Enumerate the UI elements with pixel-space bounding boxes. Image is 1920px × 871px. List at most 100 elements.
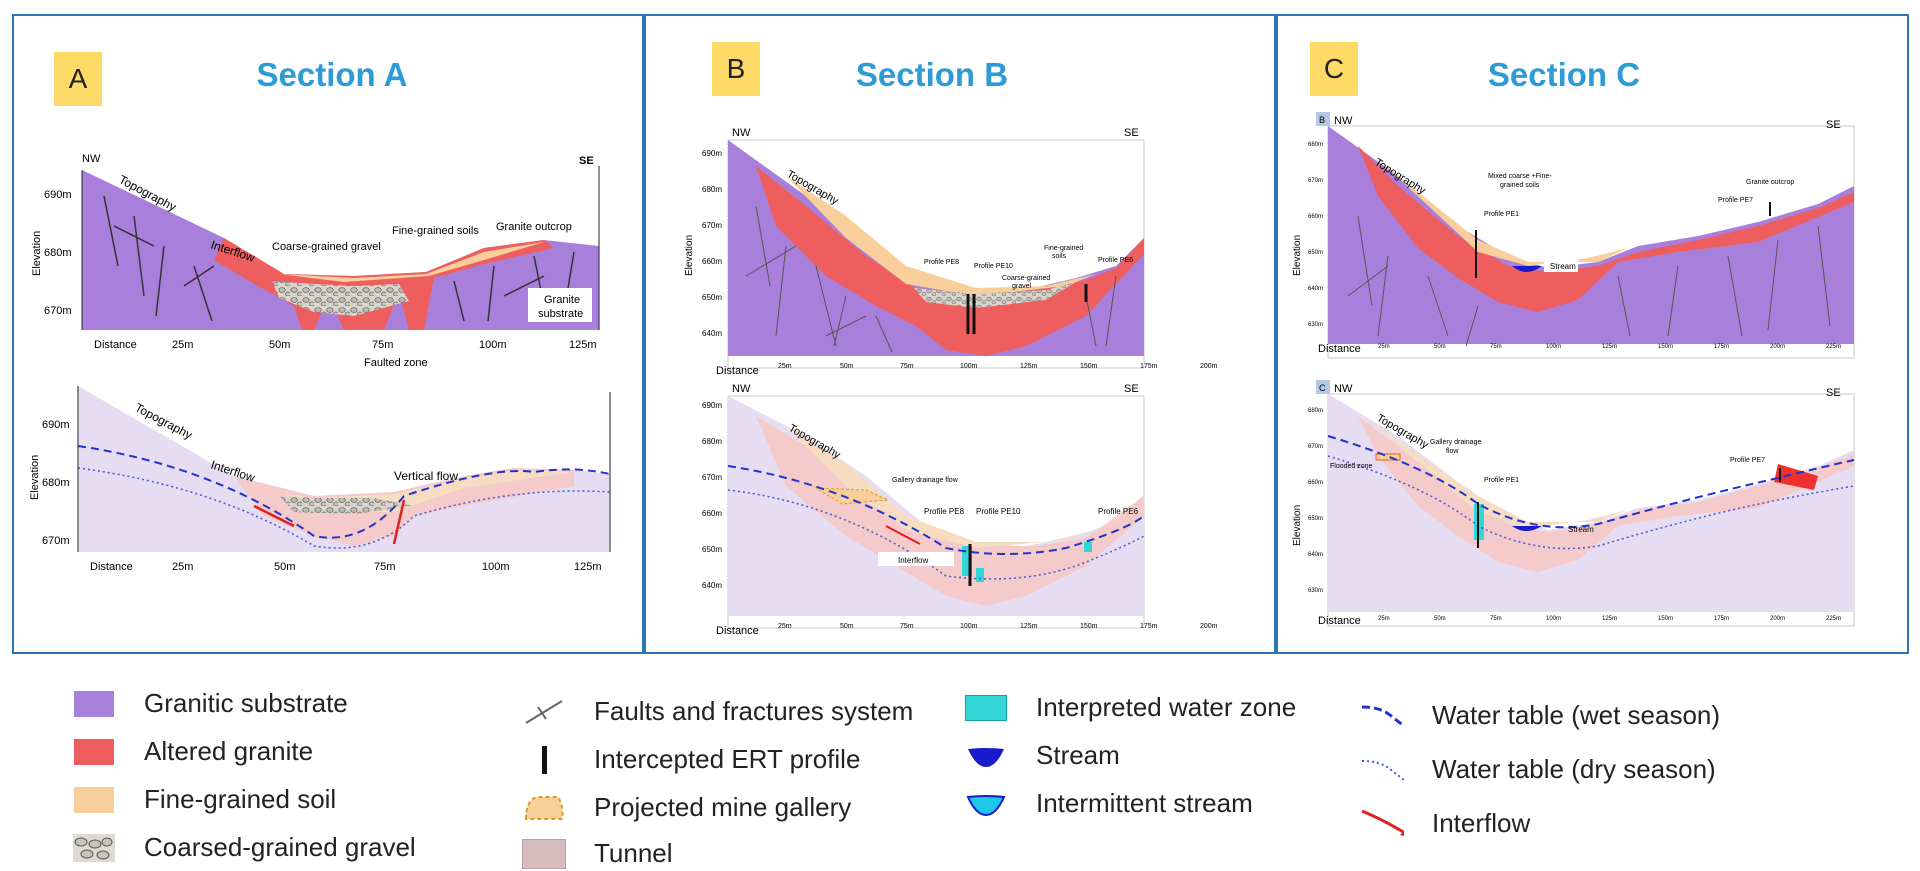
interpreted-water-zone bbox=[976, 568, 984, 582]
legend-item-tunnel: Tunnel bbox=[522, 838, 673, 869]
altered-granite-swatch bbox=[72, 737, 116, 767]
legend-item-ert-profile: Intercepted ERT profile bbox=[522, 744, 860, 775]
section-b-diagram: NW SE 690m 680m 670m 660m 650m 640m Elev… bbox=[684, 127, 1218, 637]
gallery-drainage-label: Gallery drainage flow bbox=[892, 477, 959, 484]
section-a-top-profile: NW SE 690m 680m 670m Elevation Distance … bbox=[31, 153, 600, 369]
gallery-drainage-label: Gallery drainage bbox=[1430, 439, 1481, 446]
elev-tick: 670m bbox=[42, 535, 70, 547]
sub-panel-tag: C bbox=[1319, 383, 1326, 393]
nw-label: NW bbox=[732, 383, 751, 395]
elevation-axis-label: Elevation bbox=[684, 235, 695, 276]
altered-granite-area bbox=[756, 416, 1144, 606]
legend-item-fine-grained-soil: Fine-grained soil bbox=[72, 784, 336, 815]
distance-tick: 150m bbox=[1080, 623, 1098, 630]
intermittent-stream-icon bbox=[964, 789, 1008, 819]
distance-tick: 175m bbox=[1140, 623, 1158, 630]
section-a-bottom-profile: 690m 680m 670m Elevation Distance 25m 50… bbox=[29, 386, 611, 573]
coarse-gravel-area bbox=[914, 282, 1076, 308]
legend-label: Faults and fractures system bbox=[594, 696, 914, 726]
distance-tick: 25m bbox=[172, 561, 193, 573]
distance-tick: 175m bbox=[1140, 363, 1158, 370]
legend: Granitic substrate Altered granite Fine-… bbox=[0, 660, 1920, 871]
profile-pe8-label: Profile PE8 bbox=[924, 507, 965, 516]
legend-item-wet-water-table: Water table (wet season) bbox=[1360, 700, 1720, 731]
interpreted-water-zone bbox=[1084, 542, 1092, 552]
stream-symbol bbox=[1512, 266, 1542, 272]
dry-water-table bbox=[1327, 455, 1855, 550]
faulted-zone-label: Faulted zone bbox=[364, 357, 428, 369]
coarse-gravel-label: Coarse-grained bbox=[1002, 275, 1050, 282]
legend-label: Altered granite bbox=[144, 736, 314, 766]
distance-tick: 50m bbox=[269, 339, 290, 351]
vertical-flow-label: Vertical flow bbox=[394, 469, 458, 483]
sub-panel-tag: B bbox=[1319, 115, 1325, 125]
distance-tick: 75m bbox=[372, 339, 393, 351]
gravel-icon bbox=[72, 833, 116, 863]
panel-section-c: C Section C B NW SE 680m 670m 660m 650m … bbox=[1276, 14, 1909, 654]
elev-tick: 690m bbox=[44, 189, 72, 201]
elev-tick: 650m bbox=[1308, 250, 1323, 256]
elev-tick: 680m bbox=[1308, 142, 1323, 148]
legend-label: Stream bbox=[1036, 740, 1120, 770]
distance-tick: 75m bbox=[1490, 616, 1502, 622]
elev-tick: 680m bbox=[1308, 408, 1323, 414]
elevation-axis-label: Elevation bbox=[1292, 235, 1303, 276]
elevation-axis-label: Elevation bbox=[31, 231, 43, 276]
nw-label: NW bbox=[82, 153, 101, 165]
legend-label: Granitic substrate bbox=[144, 688, 348, 718]
elev-tick: 640m bbox=[702, 329, 722, 338]
interflow-arrows bbox=[885, 525, 921, 545]
interflow-arrow-icon bbox=[1360, 809, 1404, 839]
distance-tick: 125m bbox=[1020, 363, 1038, 370]
distance-tick: 25m bbox=[172, 339, 193, 351]
granitic-substrate-area bbox=[82, 170, 599, 330]
distance-tick: 25m bbox=[1378, 344, 1390, 350]
legend-label: Tunnel bbox=[594, 838, 673, 868]
distance-tick: 125m bbox=[569, 339, 597, 351]
granitic-substrate-area bbox=[1328, 394, 1854, 612]
panel-badge: C bbox=[1310, 42, 1358, 96]
fine-soils-label: Fine-grained soils bbox=[392, 225, 479, 237]
distance-tick: 125m bbox=[1020, 623, 1038, 630]
legend-label: Water table (dry season) bbox=[1432, 754, 1716, 784]
elev-tick: 660m bbox=[1308, 480, 1323, 486]
elev-tick: 690m bbox=[42, 419, 70, 431]
distance-tick: 225m bbox=[1826, 344, 1841, 350]
fine-grained-soil-area bbox=[786, 426, 1096, 548]
legend-label: Coarsed-grained gravel bbox=[144, 832, 416, 862]
profile-pe7-label: Profile PE7 bbox=[1718, 197, 1753, 204]
profile-pe8-label: Profile PE8 bbox=[924, 259, 959, 266]
distance-tick: 150m bbox=[1658, 344, 1673, 350]
coarse-gravel-area bbox=[279, 496, 414, 514]
panel-section-a: A Section A NW SE 690m 680m 670m Elevati… bbox=[12, 14, 644, 654]
dry-water-table bbox=[77, 467, 611, 549]
granitic-substrate-area bbox=[78, 386, 610, 552]
distance-tick: 100m bbox=[1546, 344, 1561, 350]
fine-soils-label: Fine-grained bbox=[1044, 245, 1083, 252]
distance-tick: 150m bbox=[1658, 616, 1673, 622]
fine-grained-soil-area bbox=[786, 176, 1096, 296]
se-label: SE bbox=[1826, 119, 1841, 131]
distance-tick: 25m bbox=[778, 623, 792, 630]
fault-lines bbox=[103, 195, 575, 322]
altered-granite-area bbox=[1358, 146, 1854, 312]
section-c-diagram: B NW SE 680m 670m 660m 650m 640m 630m El… bbox=[1292, 112, 1855, 627]
section-title: Section A bbox=[256, 56, 408, 93]
legend-label: Interflow bbox=[1432, 808, 1531, 838]
elev-tick: 680m bbox=[42, 477, 70, 489]
section-title: Section C bbox=[1487, 56, 1641, 93]
legend-label: Interpreted water zone bbox=[1036, 692, 1297, 722]
distance-tick: 225m bbox=[1826, 616, 1841, 622]
tunnel-swatch bbox=[522, 838, 566, 869]
profile-pe1-label: Profile PE1 bbox=[1484, 477, 1519, 484]
distance-tick: 125m bbox=[574, 561, 602, 573]
stream-label: Stream bbox=[1568, 525, 1594, 534]
elev-tick: 630m bbox=[1308, 322, 1323, 328]
se-label: SE bbox=[579, 155, 594, 167]
legend-item-interflow: Interflow bbox=[1360, 808, 1530, 839]
elev-tick: 630m bbox=[1308, 588, 1323, 594]
mine-gallery-icon bbox=[522, 793, 566, 823]
legend-item-faults: Faults and fractures system bbox=[522, 696, 913, 727]
coarse-gravel-label: gravel bbox=[1012, 283, 1032, 290]
panel-section-b: B Section B NW SE 690m 680m 670m 660m bbox=[644, 14, 1276, 654]
